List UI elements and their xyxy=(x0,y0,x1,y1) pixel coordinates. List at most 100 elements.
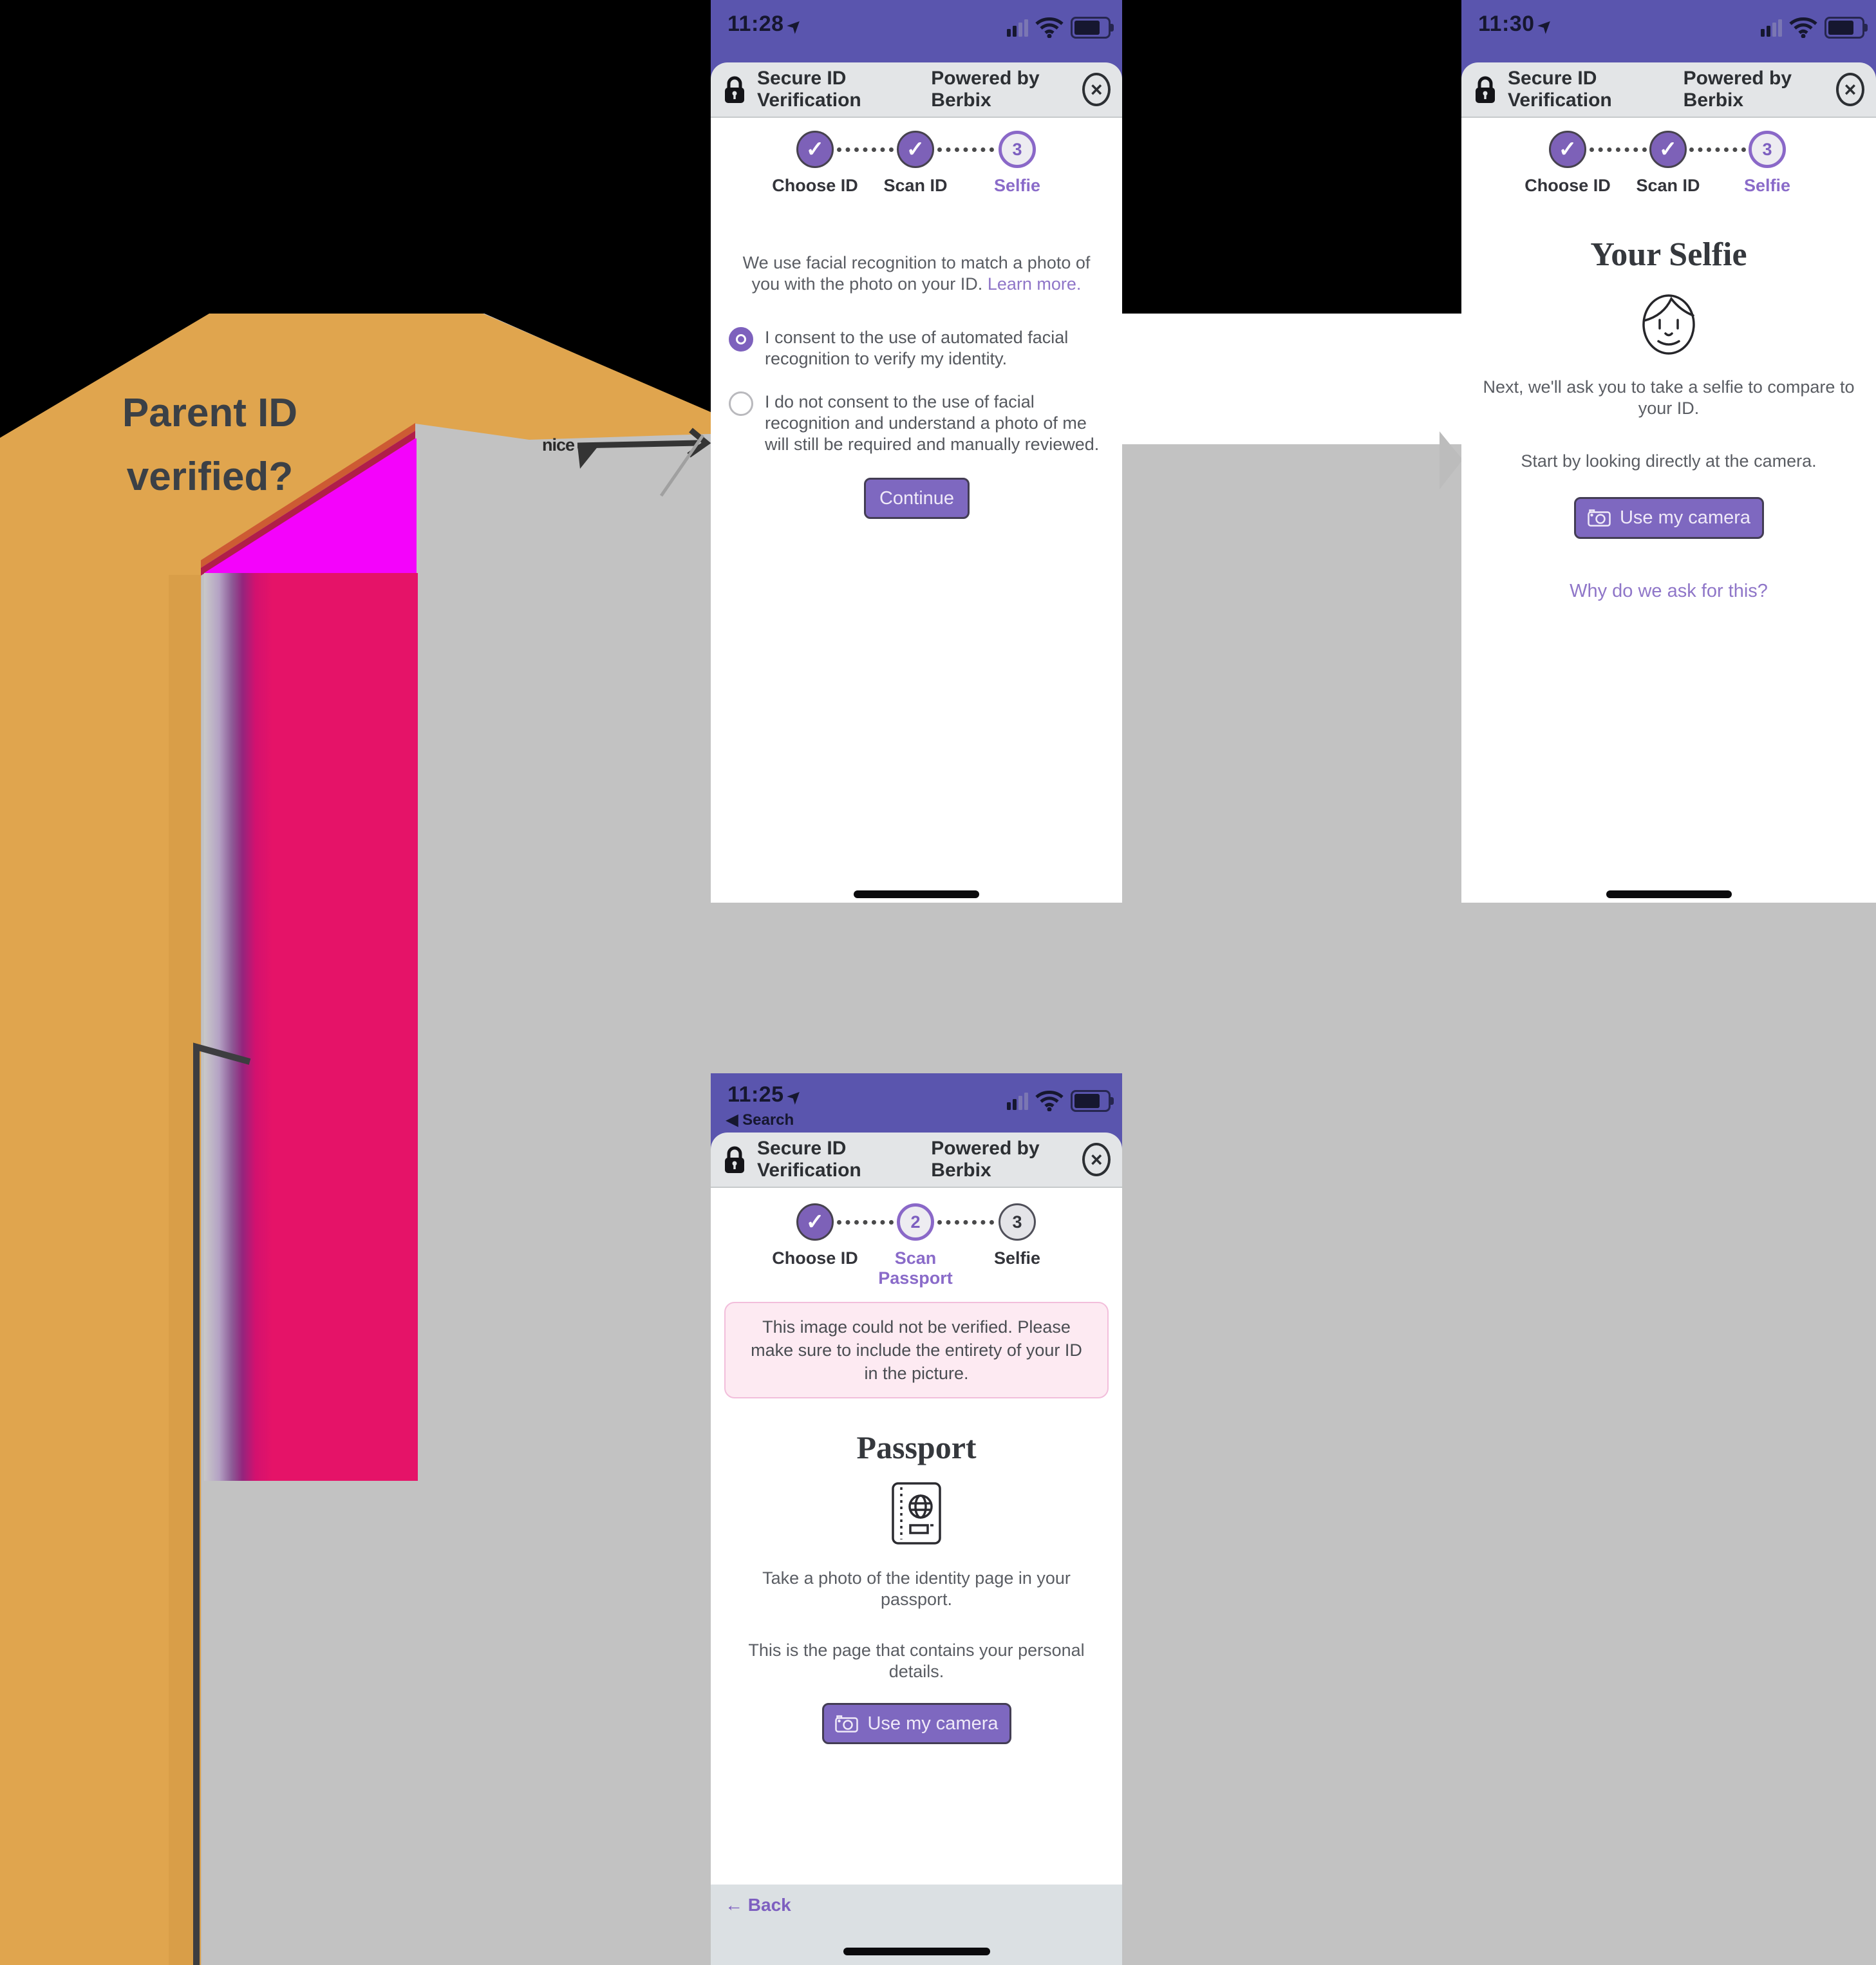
step-label: Choose ID xyxy=(1524,176,1611,195)
lock-icon xyxy=(722,75,747,104)
status-icons xyxy=(1007,17,1114,39)
header-title: Secure ID Verification xyxy=(1508,68,1612,111)
pink-bar xyxy=(204,573,418,1481)
headline-parent-id: Parent ID verified? xyxy=(122,391,298,499)
powered-by-label: Powered by Berbix xyxy=(1683,68,1792,111)
powered-by-label: Powered by Berbix xyxy=(931,68,1040,111)
gray-arrow-shaft xyxy=(659,434,705,497)
verification-header: Secure ID Verification Powered by Berbix… xyxy=(711,62,1122,118)
phone-consent-screen: 11:28➤ Secure ID Verification Powered by… xyxy=(711,0,1122,903)
check-icon: ✓ xyxy=(805,137,825,162)
status-time: 11:25➤ xyxy=(727,1082,806,1108)
powered-by-label: Powered by Berbix xyxy=(931,1138,1040,1181)
status-time: 11:28➤ xyxy=(727,12,806,37)
continue-button[interactable]: Continue xyxy=(864,478,970,519)
verification-header: Secure ID Verification Powered by Berbix… xyxy=(1461,62,1876,118)
wifi-icon xyxy=(1035,1091,1064,1112)
header-title: Secure ID Verification xyxy=(757,1138,861,1181)
step-connector xyxy=(837,147,894,152)
step-label: Scan ID xyxy=(883,176,948,195)
step-connector xyxy=(937,1220,994,1225)
cellular-signal-icon xyxy=(1007,1092,1028,1110)
passport-title: Passport xyxy=(856,1429,977,1465)
lock-icon xyxy=(722,1145,747,1174)
consent-radio-label: I consent to the use of automated facial… xyxy=(765,328,1069,368)
step-selfie-circle: 3 xyxy=(1749,131,1786,168)
battery-icon xyxy=(1071,1090,1114,1112)
check-icon: ✓ xyxy=(906,137,925,162)
step-connector xyxy=(937,147,994,152)
header-title: Secure ID Verification xyxy=(757,68,861,111)
home-indicator[interactable] xyxy=(1606,890,1732,898)
annotation-arrow-tail xyxy=(577,446,599,469)
progress-steps: ✓ ✓ 3 Choose ID Scan ID Selfie xyxy=(711,131,1122,227)
camera-icon xyxy=(835,1715,859,1733)
white-gap-between-phones xyxy=(1122,314,1461,444)
learn-more-link[interactable]: Learn more. xyxy=(987,274,1082,294)
facial-recognition-intro: We use facial recognition to match a pho… xyxy=(742,253,1091,294)
home-indicator[interactable] xyxy=(854,890,979,898)
verification-error-message: This image could not be verified. Please… xyxy=(724,1302,1109,1398)
step-scan-passport-circle: 2 xyxy=(897,1203,934,1241)
no-consent-radio-label: I do not consent to the use of facial re… xyxy=(765,392,1100,454)
selfie-instruction-text: Start by looking directly at the camera. xyxy=(1521,451,1817,471)
progress-steps: ✓ ✓ 3 Choose ID Scan ID Selfie xyxy=(1461,131,1876,227)
back-link[interactable]: ← Back xyxy=(725,1895,791,1915)
use-camera-button[interactable]: Use my camera xyxy=(1574,497,1764,539)
location-arrow-icon: ➤ xyxy=(1534,14,1557,37)
step-scan-id-circle: ✓ xyxy=(1649,131,1687,168)
annotation-arrow-shaft xyxy=(577,440,699,449)
annotation-text: nice xyxy=(542,435,575,455)
check-icon: ✓ xyxy=(805,1210,825,1234)
step-label: Choose ID xyxy=(772,176,858,195)
step-label: Scan Passport xyxy=(878,1248,953,1288)
no-consent-radio-option[interactable]: I do not consent to the use of facial re… xyxy=(729,391,1105,455)
check-icon: ✓ xyxy=(1658,137,1678,162)
status-time: 11:30➤ xyxy=(1478,12,1557,37)
step-choose-id-circle: ✓ xyxy=(796,1203,834,1241)
passport-details-text: This is the page that contains your pers… xyxy=(748,1641,1085,1681)
step-selfie-circle: 3 xyxy=(999,1203,1036,1241)
orange-card-shape xyxy=(0,314,711,1965)
why-ask-link[interactable]: Why do we ask for this? xyxy=(1570,581,1768,601)
radio-selected-icon[interactable] xyxy=(729,327,753,352)
home-indicator[interactable] xyxy=(843,1948,990,1955)
phone-passport-screen: 11:25➤ ◀ Search Secure ID Verification P… xyxy=(711,1073,1122,1965)
step-connector xyxy=(837,1220,894,1225)
orange-side-shade xyxy=(169,575,202,1965)
step-label: Selfie xyxy=(993,176,1041,195)
close-icon[interactable]: × xyxy=(1835,73,1864,106)
close-icon[interactable]: × xyxy=(1082,1143,1111,1176)
dark-guide-line xyxy=(193,1042,251,1965)
close-icon[interactable]: × xyxy=(1082,73,1111,106)
black-wedge-right xyxy=(482,312,711,413)
annotation-arrow-head xyxy=(687,428,711,458)
status-icons xyxy=(1007,1090,1114,1112)
passport-instruction-text: Take a photo of the identity page in you… xyxy=(762,1568,1071,1609)
step-label: Selfie xyxy=(993,1248,1041,1268)
your-selfie-title: Your Selfie xyxy=(1590,236,1747,273)
step-connector xyxy=(1590,147,1647,152)
back-to-app-label[interactable]: ◀ Search xyxy=(726,1111,794,1129)
use-camera-button[interactable]: Use my camera xyxy=(822,1703,1011,1744)
step-scan-id-circle: ✓ xyxy=(897,131,934,168)
step-connector xyxy=(1689,147,1746,152)
step-label: Scan ID xyxy=(1636,176,1700,195)
cellular-signal-icon xyxy=(1007,19,1028,37)
location-arrow-icon: ➤ xyxy=(783,1085,806,1108)
step-label: Selfie xyxy=(1743,176,1791,195)
selfie-intro-text: Next, we'll ask you to take a selfie to … xyxy=(1483,377,1855,418)
step-label: Choose ID xyxy=(772,1248,858,1268)
cellular-signal-icon xyxy=(1761,19,1782,37)
battery-icon xyxy=(1071,17,1114,39)
step-selfie-circle: 3 xyxy=(999,131,1036,168)
progress-steps: ✓ 2 3 Choose ID Scan Passport Selfie xyxy=(711,1203,1122,1300)
lock-icon xyxy=(1473,75,1497,104)
step-choose-id-circle: ✓ xyxy=(1549,131,1586,168)
consent-radio-option[interactable]: I consent to the use of automated facial… xyxy=(729,327,1105,370)
wifi-icon xyxy=(1789,17,1817,39)
radio-unselected-icon[interactable] xyxy=(729,391,753,416)
location-arrow-icon: ➤ xyxy=(783,14,806,37)
check-icon: ✓ xyxy=(1558,137,1577,162)
verification-header: Secure ID Verification Powered by Berbix… xyxy=(711,1133,1122,1188)
